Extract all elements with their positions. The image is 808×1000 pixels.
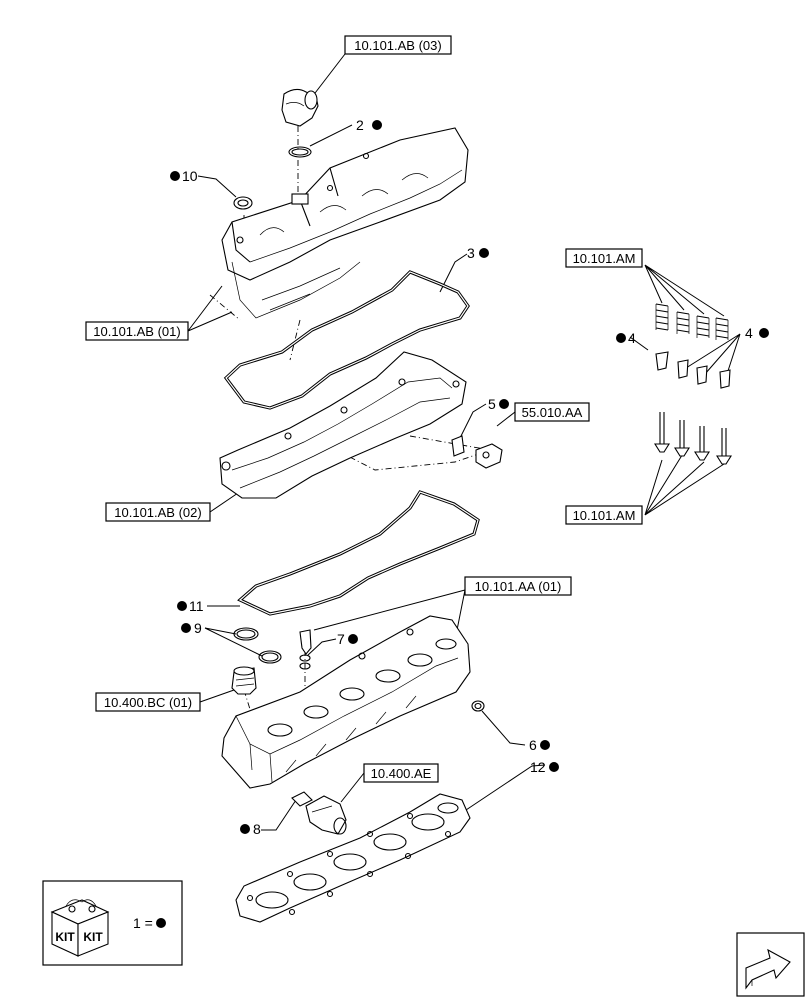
kit-badge-word-1: KIT	[55, 930, 75, 944]
kit-legend: KIT KIT 1 =	[42, 880, 183, 966]
callout-5: 5	[488, 396, 509, 412]
callout-4-right-number: 4	[745, 325, 753, 341]
callout-7: 7	[337, 631, 358, 647]
filled-circle-icon	[759, 328, 769, 338]
o-ring-2	[288, 146, 312, 158]
next-page-arrow-icon[interactable]	[736, 932, 805, 997]
valve-cover-part	[221, 127, 469, 319]
ref-thermostat-label: 10.400.BC (01)	[104, 695, 192, 710]
breather-housing-part	[281, 88, 319, 127]
filled-circle-icon	[540, 740, 550, 750]
callout-4-left: 4	[616, 330, 636, 346]
filled-circle-icon	[170, 171, 180, 181]
head-gasket-holes	[246, 812, 452, 916]
filled-circle-icon	[348, 634, 358, 644]
ref-water-outlet-label: 10.400.AE	[371, 766, 432, 781]
sensor-gasket-5	[451, 435, 465, 457]
callout-2-number: 2	[356, 117, 364, 133]
valve-springs	[655, 303, 729, 340]
cylinder-head-part	[221, 615, 471, 789]
ref-springs[interactable]: 10.101.AM	[565, 248, 643, 268]
sensor-part	[475, 443, 503, 469]
callout-2: 2	[356, 117, 382, 133]
valves	[654, 412, 732, 465]
valve-spring-1	[655, 303, 669, 331]
filled-circle-icon	[616, 333, 626, 343]
callout-7-number: 7	[337, 631, 345, 647]
filled-circle-icon	[156, 918, 166, 928]
ref-spacer-frame[interactable]: 10.101.AB (02)	[105, 502, 211, 522]
valve-guides-4	[655, 351, 731, 389]
callout-6: 6	[529, 737, 550, 753]
spacer-frame-part	[219, 351, 467, 499]
ref-breather-housing[interactable]: 10.101.AB (03)	[344, 35, 452, 55]
callout-6-number: 6	[529, 737, 537, 753]
ref-cylinder-head[interactable]: 10.101.AA (01)	[464, 576, 572, 596]
filled-circle-icon	[177, 601, 187, 611]
ref-springs-label: 10.101.AM	[573, 251, 636, 266]
ref-valves-label: 10.101.AM	[573, 508, 636, 523]
ref-valve-cover-label: 10.101.AB (01)	[93, 324, 180, 339]
o-ring-9-upper	[233, 627, 259, 641]
callout-10-number: 10	[182, 168, 198, 184]
callout-11: 11	[177, 598, 204, 614]
filled-circle-icon	[499, 399, 509, 409]
plug-6	[471, 700, 485, 712]
callout-9-number: 9	[194, 620, 202, 636]
callout-5-number: 5	[488, 396, 496, 412]
valve-2	[674, 420, 690, 457]
leader-lines	[187, 53, 741, 831]
valve-4	[716, 428, 732, 465]
callout-12: 12	[530, 759, 559, 775]
ref-cylinder-head-label: 10.101.AA (01)	[475, 579, 562, 594]
ref-sensor-label: 55.010.AA	[522, 405, 583, 420]
callout-12-number: 12	[530, 759, 546, 775]
callout-10: 10	[170, 168, 198, 184]
callout-4-left-number: 4	[628, 330, 636, 346]
cylinder-head-ports	[267, 638, 457, 737]
head-gasket-12	[235, 793, 471, 923]
valve-1	[654, 412, 670, 453]
valve-spring-3	[696, 315, 710, 338]
filled-circle-icon	[181, 623, 191, 633]
kit-legend-text: 1 =	[133, 915, 153, 931]
ref-thermostat[interactable]: 10.400.BC (01)	[95, 692, 201, 712]
kit-box-icon: KIT KIT	[50, 899, 110, 957]
head-gasket-bores	[255, 802, 459, 909]
filled-circle-icon	[479, 248, 489, 258]
ref-valve-cover[interactable]: 10.101.AB (01)	[85, 321, 189, 341]
valve-3	[694, 426, 710, 461]
filled-circle-icon	[372, 120, 382, 130]
gasket-8	[291, 791, 313, 807]
callout-3: 3	[467, 245, 489, 261]
ref-valves[interactable]: 10.101.AM	[565, 505, 643, 525]
callout-4-right: 4	[745, 325, 769, 341]
callout-3-number: 3	[467, 245, 475, 261]
callout-8: 8	[240, 821, 261, 837]
ref-spacer-frame-label: 10.101.AB (02)	[114, 505, 201, 520]
water-outlet-part	[305, 795, 347, 835]
callout-9: 9	[181, 620, 202, 636]
spacer-gasket-11	[237, 490, 480, 616]
valve-spring-4	[715, 317, 729, 340]
filled-circle-icon	[240, 824, 250, 834]
kit-badge-word-2: KIT	[83, 930, 103, 944]
valve-spring-2	[676, 311, 690, 334]
valve-cover-gasket-3	[223, 270, 470, 410]
ref-breather-housing-label: 10.101.AB (03)	[354, 38, 441, 53]
ref-sensor[interactable]: 55.010.AA	[514, 402, 590, 422]
o-ring-9-lower	[258, 650, 282, 664]
callout-8-number: 8	[253, 821, 261, 837]
seal-7	[299, 654, 311, 670]
seal-10	[233, 196, 253, 210]
injector-sleeve-part	[299, 629, 312, 655]
ref-water-outlet[interactable]: 10.400.AE	[363, 763, 439, 783]
callout-11-number: 11	[189, 598, 204, 614]
filled-circle-icon	[549, 762, 559, 772]
thermostat-part	[231, 666, 257, 695]
